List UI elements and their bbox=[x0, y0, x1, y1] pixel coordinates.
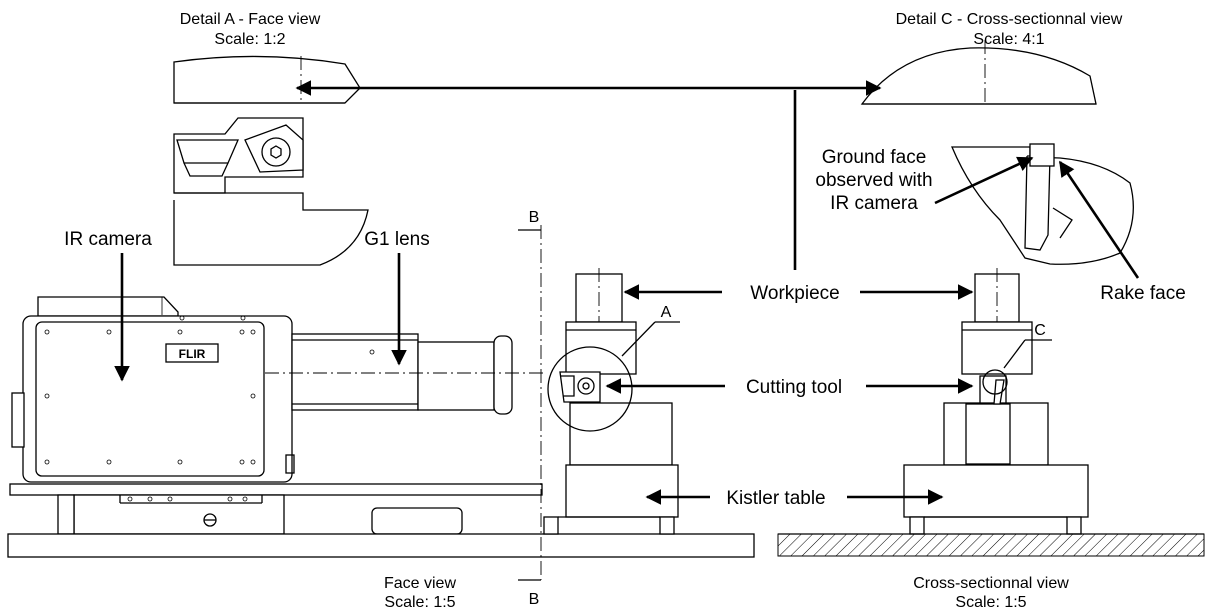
detail-a-view bbox=[173, 55, 369, 266]
ground-face-label-line2: observed with bbox=[815, 170, 932, 191]
cross-view-scale: Scale: 1:5 bbox=[955, 594, 1026, 611]
ground-face-label-line3: IR camera bbox=[830, 193, 918, 214]
flir-logo-text: FLIR bbox=[179, 347, 206, 361]
ir-camera-body: FLIR bbox=[11, 296, 295, 483]
workpiece-label: Workpiece bbox=[750, 283, 839, 304]
ir-camera-label: IR camera bbox=[64, 229, 152, 250]
cutting-tool-label: Cutting tool bbox=[746, 377, 842, 398]
marker-a: A bbox=[661, 304, 672, 321]
marker-c: C bbox=[1034, 322, 1046, 339]
machine-face-view bbox=[543, 268, 679, 535]
rake-face-label: Rake face bbox=[1100, 283, 1186, 304]
detail-c-view bbox=[860, 40, 1134, 265]
ground-hatch bbox=[777, 533, 1205, 557]
section-b-bottom: B bbox=[529, 591, 540, 608]
detail-a-scale: Scale: 1:2 bbox=[214, 31, 285, 48]
ground-face-label-line1: Ground face bbox=[822, 147, 927, 168]
kistler-table-label: Kistler table bbox=[726, 488, 825, 509]
face-view-scale: Scale: 1:5 bbox=[384, 594, 455, 611]
face-view-title: Face view bbox=[384, 575, 456, 592]
flir-logo bbox=[165, 343, 219, 363]
detail-a-title: Detail A - Face view bbox=[180, 11, 321, 28]
g1-lens bbox=[291, 333, 513, 415]
camera-base bbox=[7, 483, 755, 558]
section-b-top: B bbox=[529, 209, 540, 226]
machine-cross-view bbox=[903, 268, 1089, 535]
g1-lens-label: G1 lens bbox=[364, 229, 429, 250]
cross-view-title: Cross-sectionnal view bbox=[913, 575, 1069, 592]
detail-c-scale: Scale: 4:1 bbox=[973, 31, 1044, 48]
detail-c-title: Detail C - Cross-sectionnal view bbox=[896, 11, 1123, 28]
